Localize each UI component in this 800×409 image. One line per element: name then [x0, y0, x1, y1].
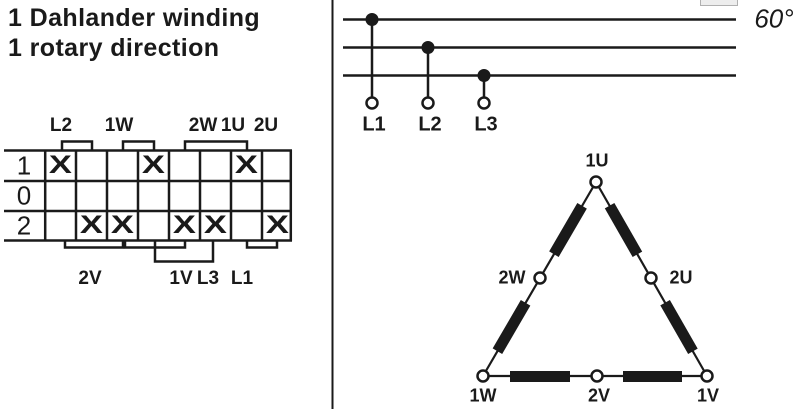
top-terminal-label-L2: L2: [49, 115, 73, 136]
delta-label-1U: 1U: [585, 150, 609, 171]
contact-cell: [169, 150, 200, 181]
contact-cell: [138, 181, 169, 211]
contact-cell: [45, 211, 76, 242]
supply-label-L1: L1: [362, 113, 386, 136]
contact-cell: X: [231, 150, 262, 181]
delta-label-2U: 2U: [669, 267, 693, 288]
contact-cell: [76, 150, 107, 181]
contact-cell: [200, 181, 231, 211]
winding-coil-bars: [492, 202, 698, 382]
contact-cell: [45, 181, 76, 211]
contact-cell: [138, 211, 169, 242]
supply-connection-dots: [365, 13, 491, 82]
bottom-terminal-brackets: [63, 240, 279, 263]
supply-label-L3: L3: [474, 113, 498, 136]
cropped-watermark-box: [700, 0, 738, 6]
contact-cell: [200, 150, 231, 181]
contact-cell: [107, 150, 138, 181]
top-terminal-brackets: [60, 140, 249, 151]
contact-cell: [76, 181, 107, 211]
supply-bus-lines: [343, 18, 736, 98]
page-title-line2: 1 rotary direction: [8, 34, 220, 62]
contact-cell: X: [200, 211, 231, 242]
contact-mark: X: [172, 211, 197, 240]
switching-angle-label: 60°: [754, 3, 794, 34]
top-terminal-label-1U: 1U: [220, 115, 246, 136]
delta-label-1W: 1W: [469, 385, 497, 406]
contact-cell: [231, 181, 262, 211]
contact-mark: X: [110, 211, 135, 240]
contact-cell: [231, 211, 262, 242]
bottom-terminal-label-2V: 2V: [78, 268, 102, 289]
contact-cell: X: [169, 211, 200, 242]
contact-mark: X: [265, 211, 290, 240]
top-terminal-label-2W: 2W: [188, 115, 218, 136]
winding-terminal-circles: [476, 175, 714, 383]
contact-cell: X: [76, 211, 107, 242]
contact-mark-grid: X X X X X X X X: [45, 150, 293, 241]
contact-mark: X: [203, 211, 228, 240]
top-terminal-label-2U: 2U: [253, 115, 279, 136]
delta-label-1V: 1V: [696, 385, 720, 406]
supply-label-L2: L2: [418, 113, 442, 136]
row-label-pos2: 2: [16, 210, 32, 241]
contact-cell: X: [138, 150, 169, 181]
contact-cell: [262, 150, 293, 181]
delta-label-2V: 2V: [587, 385, 611, 406]
page-title: 1 Dahlander winding 1 rotary direction: [8, 3, 260, 63]
delta-label-2W: 2W: [498, 267, 526, 288]
row-label-pos0: 0: [16, 180, 32, 211]
contact-cell: [169, 181, 200, 211]
contact-cell: X: [107, 211, 138, 242]
bottom-terminal-label-L1: L1: [230, 268, 254, 289]
contact-mark: X: [141, 150, 166, 179]
page-title-line1: 1 Dahlander winding: [8, 4, 261, 32]
contact-mark: X: [48, 150, 73, 179]
contact-cell: [107, 181, 138, 211]
bottom-terminal-label-1V: 1V: [169, 268, 193, 289]
switch-contact-grid: [4, 149, 293, 242]
top-terminal-label-1W: 1W: [104, 115, 134, 136]
row-label-pos1: 1: [16, 150, 32, 181]
supply-terminal-circles: [365, 96, 491, 110]
contact-mark: X: [234, 150, 259, 179]
bottom-terminal-label-L3: L3: [196, 268, 220, 289]
contact-mark: X: [79, 211, 104, 240]
contact-cell: X: [45, 150, 76, 181]
contact-cell: X: [262, 211, 293, 242]
contact-cell: [262, 181, 293, 211]
